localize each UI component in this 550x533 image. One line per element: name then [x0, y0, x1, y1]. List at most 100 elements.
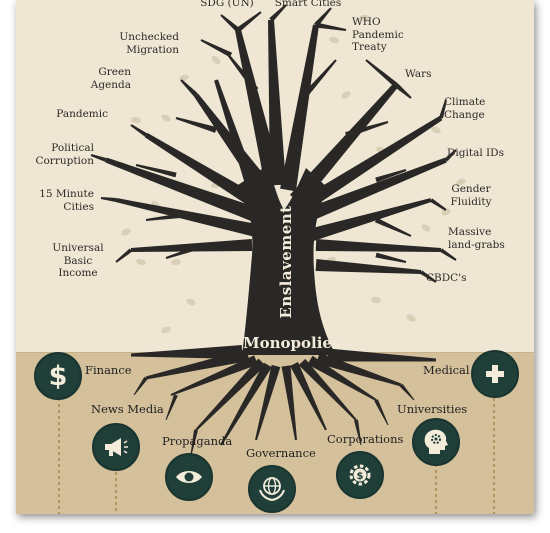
- tree-root: [255, 364, 281, 441]
- tree-twig: [439, 99, 447, 119]
- tree-root: [130, 345, 243, 359]
- tree-limb: [105, 157, 259, 223]
- tree-twig: [175, 117, 217, 133]
- leaf: [359, 14, 369, 22]
- leaf: [421, 224, 431, 232]
- tree-twig: [236, 11, 262, 32]
- tree-root: [170, 355, 258, 396]
- root-label-propaganda: Propaganda: [162, 434, 233, 448]
- tree-roots: [130, 345, 437, 456]
- tree-root: [220, 362, 272, 446]
- leaf: [371, 296, 381, 304]
- tree-twig: [180, 79, 198, 97]
- svg-text:$: $: [357, 471, 364, 482]
- tree-limb: [300, 115, 443, 211]
- eye-icon: [176, 471, 202, 483]
- tree-twig: [100, 197, 117, 202]
- tree-root: [374, 399, 389, 426]
- leaf: [431, 126, 441, 134]
- root-label-finance: Finance: [85, 363, 132, 377]
- chain-news-media: [115, 472, 117, 514]
- chain-medical: [493, 398, 495, 514]
- tree-root: [281, 365, 297, 441]
- tree-twig: [269, 4, 287, 22]
- tree-root: [307, 355, 377, 401]
- tree-infographic: Unchecked Migration Green Agenda Pandemi…: [16, 0, 534, 514]
- root-label-news-media: News Media: [91, 402, 164, 416]
- tree-limb: [305, 157, 447, 222]
- tree-twig: [307, 24, 319, 71]
- leaf: [136, 258, 146, 266]
- tree-root: [289, 362, 327, 431]
- dollar-icon: $: [48, 360, 68, 392]
- tree-root: [327, 348, 437, 362]
- root-label-governance: Governance: [246, 446, 316, 460]
- tree-limb: [309, 198, 432, 242]
- root-label-corporations: Corporations: [327, 432, 404, 446]
- branch-label-smart-cities: Smart Cities: [274, 0, 342, 9]
- tree-limb: [144, 132, 264, 211]
- tree-limb: [315, 239, 442, 252]
- tree-twig: [115, 248, 133, 263]
- branch-label-universal-basic-income: Universal Basic Income: [52, 242, 104, 279]
- medical-cross-icon: [486, 365, 504, 383]
- leaf: [406, 314, 416, 322]
- tree-limb: [130, 239, 253, 252]
- tree-twig: [394, 83, 412, 99]
- tree-twig: [145, 212, 187, 221]
- branch-label-sdg-un: SDG (UN): [200, 0, 254, 9]
- branch-label-digital-ids: Digital IDs: [447, 147, 504, 159]
- tree-twig: [439, 248, 457, 261]
- universities-badge: [412, 418, 460, 466]
- tree-twig: [345, 121, 389, 138]
- tree-twig: [374, 217, 412, 237]
- tree-root: [190, 429, 198, 456]
- branch-label-unchecked-migration: Unchecked Migration: [119, 31, 179, 56]
- leaf: [211, 56, 221, 64]
- leaf: [171, 258, 181, 266]
- finance-badge: $: [34, 352, 82, 400]
- root-label-medical: Medical: [423, 363, 470, 377]
- tree-twig: [90, 154, 107, 162]
- tree-limb: [214, 79, 262, 202]
- branch-label-gender-fluidity: Gender Fluidity: [450, 183, 492, 208]
- medical-badge: [471, 350, 519, 398]
- tree-branches: [90, 4, 457, 283]
- tree-illustration: [90, 4, 466, 456]
- leaf: [161, 326, 171, 334]
- megaphone-icon: [105, 438, 128, 456]
- tree-twig: [225, 51, 259, 92]
- branch-label-15-minute-cities: 15 Minute Cities: [39, 188, 94, 213]
- leaf: [456, 178, 466, 186]
- leaf: [341, 91, 351, 99]
- tree-root: [195, 358, 266, 431]
- tree-limb: [268, 19, 286, 186]
- tree-twig: [365, 59, 398, 87]
- tree-root: [354, 419, 362, 446]
- leaf: [186, 298, 196, 306]
- root-label: Monopolies: [243, 334, 341, 352]
- tree-twig: [165, 242, 207, 259]
- leaf: [179, 74, 189, 82]
- branch-label-massive-land-grabs: Massive land-grabs: [448, 226, 505, 251]
- branch-label-wars: Wars: [405, 68, 432, 80]
- tree-trunk: [238, 165, 336, 355]
- trunk-label: Enslavement: [277, 205, 295, 319]
- tree-twig: [130, 124, 148, 137]
- corporations-badge: $: [336, 451, 384, 499]
- branch-label-green-agenda: Green Agenda: [90, 66, 131, 91]
- tree-twig: [200, 39, 233, 58]
- chain-finance: [58, 398, 60, 514]
- tree-root: [165, 394, 178, 421]
- leaf: [161, 114, 171, 122]
- tree-twig: [375, 169, 407, 183]
- tree-twig: [298, 59, 337, 102]
- tree-twig: [220, 14, 240, 32]
- leaf: [329, 36, 339, 44]
- tree-twig: [429, 198, 447, 211]
- governance-badge: [248, 465, 296, 513]
- tree-twig: [419, 270, 437, 283]
- branch-label-who-pandemic-treaty: WHO Pandemic Treaty: [352, 16, 404, 53]
- gear-dollar-icon: $: [349, 464, 371, 486]
- tree-twig: [135, 164, 177, 178]
